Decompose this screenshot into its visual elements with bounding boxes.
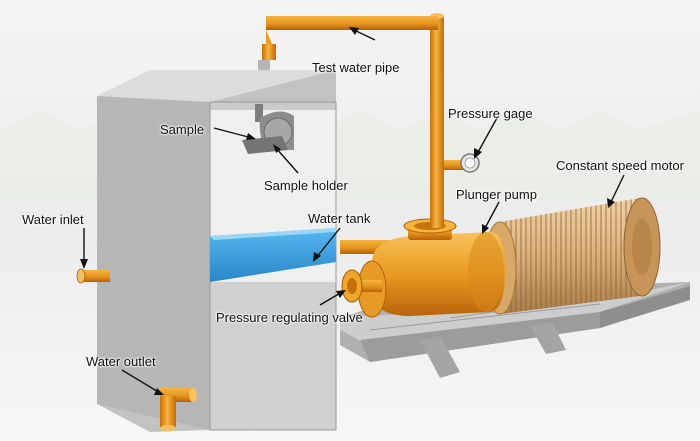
sample-and-holder [242, 104, 294, 154]
water-inlet-pipe [76, 268, 110, 284]
test-water-pipe-assembly [258, 13, 480, 228]
water-tank [210, 228, 336, 282]
label-sample: Sample [160, 122, 205, 137]
label-water-tank: Water tank [308, 211, 371, 226]
pressure-regulating-valve [341, 269, 382, 303]
label-sample-holder: Sample holder [264, 178, 348, 193]
label-test-water-pipe: Test water pipe [312, 60, 400, 75]
label-pressure-gage: Pressure gage [448, 106, 533, 121]
label-water-outlet: Water outlet [86, 354, 156, 369]
water-outlet-pipe [160, 388, 197, 431]
label-plunger-pump: Plunger pump [456, 187, 537, 202]
label-constant-speed-motor: Constant speed motor [556, 158, 684, 173]
callout-arrows [80, 27, 625, 395]
label-pressure-regulating-valve: Pressure regulating valve [216, 310, 363, 325]
label-water-inlet: Water inlet [22, 212, 84, 227]
